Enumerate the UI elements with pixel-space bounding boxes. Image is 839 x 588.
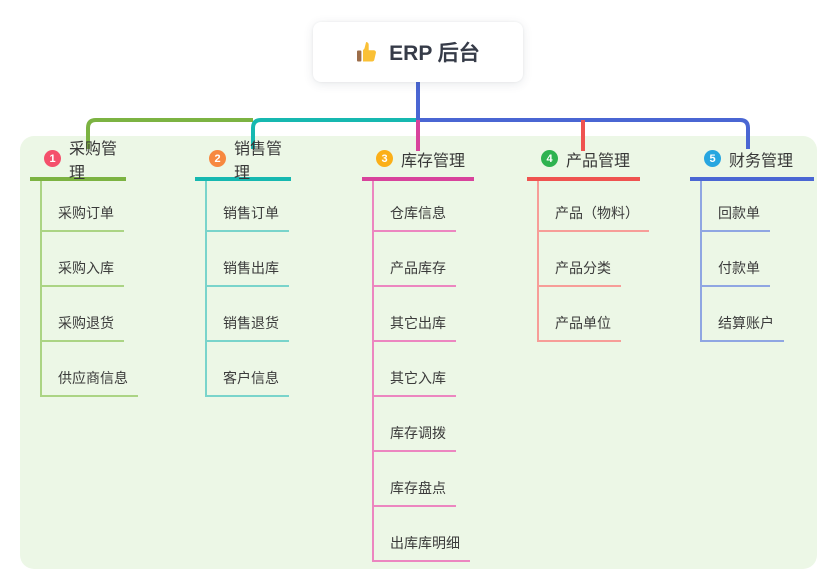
branch-label-text: 库存管理: [401, 152, 466, 170]
branch-label-text: 采购管理: [69, 140, 118, 182]
child-node[interactable]: 销售退货: [205, 287, 289, 342]
branch-children: 销售订单销售出库销售退货客户信息: [205, 181, 289, 397]
child-node[interactable]: 其它入库: [372, 342, 456, 397]
child-node[interactable]: 回款单: [700, 181, 770, 232]
branch-children: 产品（物料） 产品分类产品单位: [537, 181, 649, 342]
child-node[interactable]: 结算账户: [700, 287, 784, 342]
child-node[interactable]: 产品单位: [537, 287, 621, 342]
branch-index-badge: 1: [44, 150, 61, 167]
branches-panel: [20, 136, 817, 569]
child-node[interactable]: 产品（物料）: [537, 181, 649, 232]
child-node-label: 采购入库: [58, 260, 114, 276]
child-node[interactable]: 供应商信息: [40, 342, 138, 397]
child-node-label: 客户信息: [223, 370, 279, 386]
branch-child-line: [205, 181, 207, 397]
child-node-label: 付款单: [718, 260, 760, 276]
branch: 4 产品管理 产品（物料） 产品分类产品单位: [527, 144, 649, 342]
child-node-label: 仓库信息: [390, 205, 446, 221]
branch-label-2[interactable]: 2 销售管理: [195, 141, 291, 182]
child-node[interactable]: 库存盘点: [372, 452, 456, 507]
child-node[interactable]: 销售出库: [205, 232, 289, 287]
branch-label-1[interactable]: 1 采购管理: [30, 141, 126, 182]
branch: 3 库存管理 仓库信息产品库存其它出库其它入库库存调拨库存盘点出库库明细: [362, 144, 474, 562]
branch: 2 销售管理 销售订单销售出库销售退货客户信息: [195, 141, 291, 397]
branch-label-5[interactable]: 5 财务管理: [690, 144, 814, 181]
branch: 1 采购管理 采购订单采购入库采购退货供应商信息: [30, 141, 138, 397]
branch-child-line: [700, 181, 702, 342]
child-node[interactable]: 仓库信息: [372, 181, 456, 232]
root-node[interactable]: ERP 后台: [313, 22, 523, 82]
child-node-label: 出库库明细: [390, 535, 460, 551]
branch-child-line: [372, 181, 374, 562]
child-node[interactable]: 产品库存: [372, 232, 456, 287]
child-node[interactable]: 销售订单: [205, 181, 289, 232]
child-node-label: 回款单: [718, 205, 760, 221]
child-node-label: 销售退货: [223, 315, 279, 331]
child-node-label: 产品（物料）: [555, 205, 639, 221]
branch-label-4[interactable]: 4 产品管理: [527, 144, 640, 181]
child-node[interactable]: 付款单: [700, 232, 770, 287]
child-node-label: 结算账户: [718, 315, 774, 331]
branch-index-badge: 5: [704, 150, 721, 167]
child-node[interactable]: 产品分类: [537, 232, 621, 287]
child-node-label: 产品单位: [555, 315, 611, 331]
branch-children: 采购订单采购入库采购退货供应商信息: [40, 181, 138, 397]
child-node[interactable]: 采购退货: [40, 287, 124, 342]
child-node[interactable]: 客户信息: [205, 342, 289, 397]
child-node-label: 销售出库: [223, 260, 279, 276]
branch-child-line: [537, 181, 539, 342]
branch-label-text: 产品管理: [566, 152, 631, 170]
branch-index-badge: 2: [209, 150, 226, 167]
branch-children: 仓库信息产品库存其它出库其它入库库存调拨库存盘点出库库明细: [372, 181, 470, 562]
child-node-label: 采购订单: [58, 205, 114, 221]
branch-label-text: 销售管理: [234, 140, 283, 182]
child-node[interactable]: 其它出库: [372, 287, 456, 342]
child-node[interactable]: 采购订单: [40, 181, 124, 232]
child-node-label: 产品库存: [390, 260, 446, 276]
child-node-label: 产品分类: [555, 260, 611, 276]
child-node-label: 供应商信息: [58, 370, 128, 386]
child-node[interactable]: 出库库明细: [372, 507, 470, 562]
child-node[interactable]: 库存调拨: [372, 397, 456, 452]
thumbs-up-icon: [356, 40, 380, 64]
root-title: ERP 后台: [389, 42, 480, 65]
child-node-label: 销售订单: [223, 205, 279, 221]
branch-index-badge: 4: [541, 150, 558, 167]
branch-label-text: 财务管理: [729, 152, 794, 170]
branch: 5 财务管理 回款单付款单结算账户: [690, 144, 814, 342]
branch-label-3[interactable]: 3 库存管理: [362, 144, 474, 181]
child-node-label: 库存盘点: [390, 480, 446, 496]
branch-children: 回款单付款单结算账户: [700, 181, 784, 342]
branch-index-badge: 3: [376, 150, 393, 167]
child-node-label: 采购退货: [58, 315, 114, 331]
child-node[interactable]: 采购入库: [40, 232, 124, 287]
child-node-label: 库存调拨: [390, 425, 446, 441]
child-node-label: 其它入库: [390, 370, 446, 386]
branch-child-line: [40, 181, 42, 397]
child-node-label: 其它出库: [390, 315, 446, 331]
